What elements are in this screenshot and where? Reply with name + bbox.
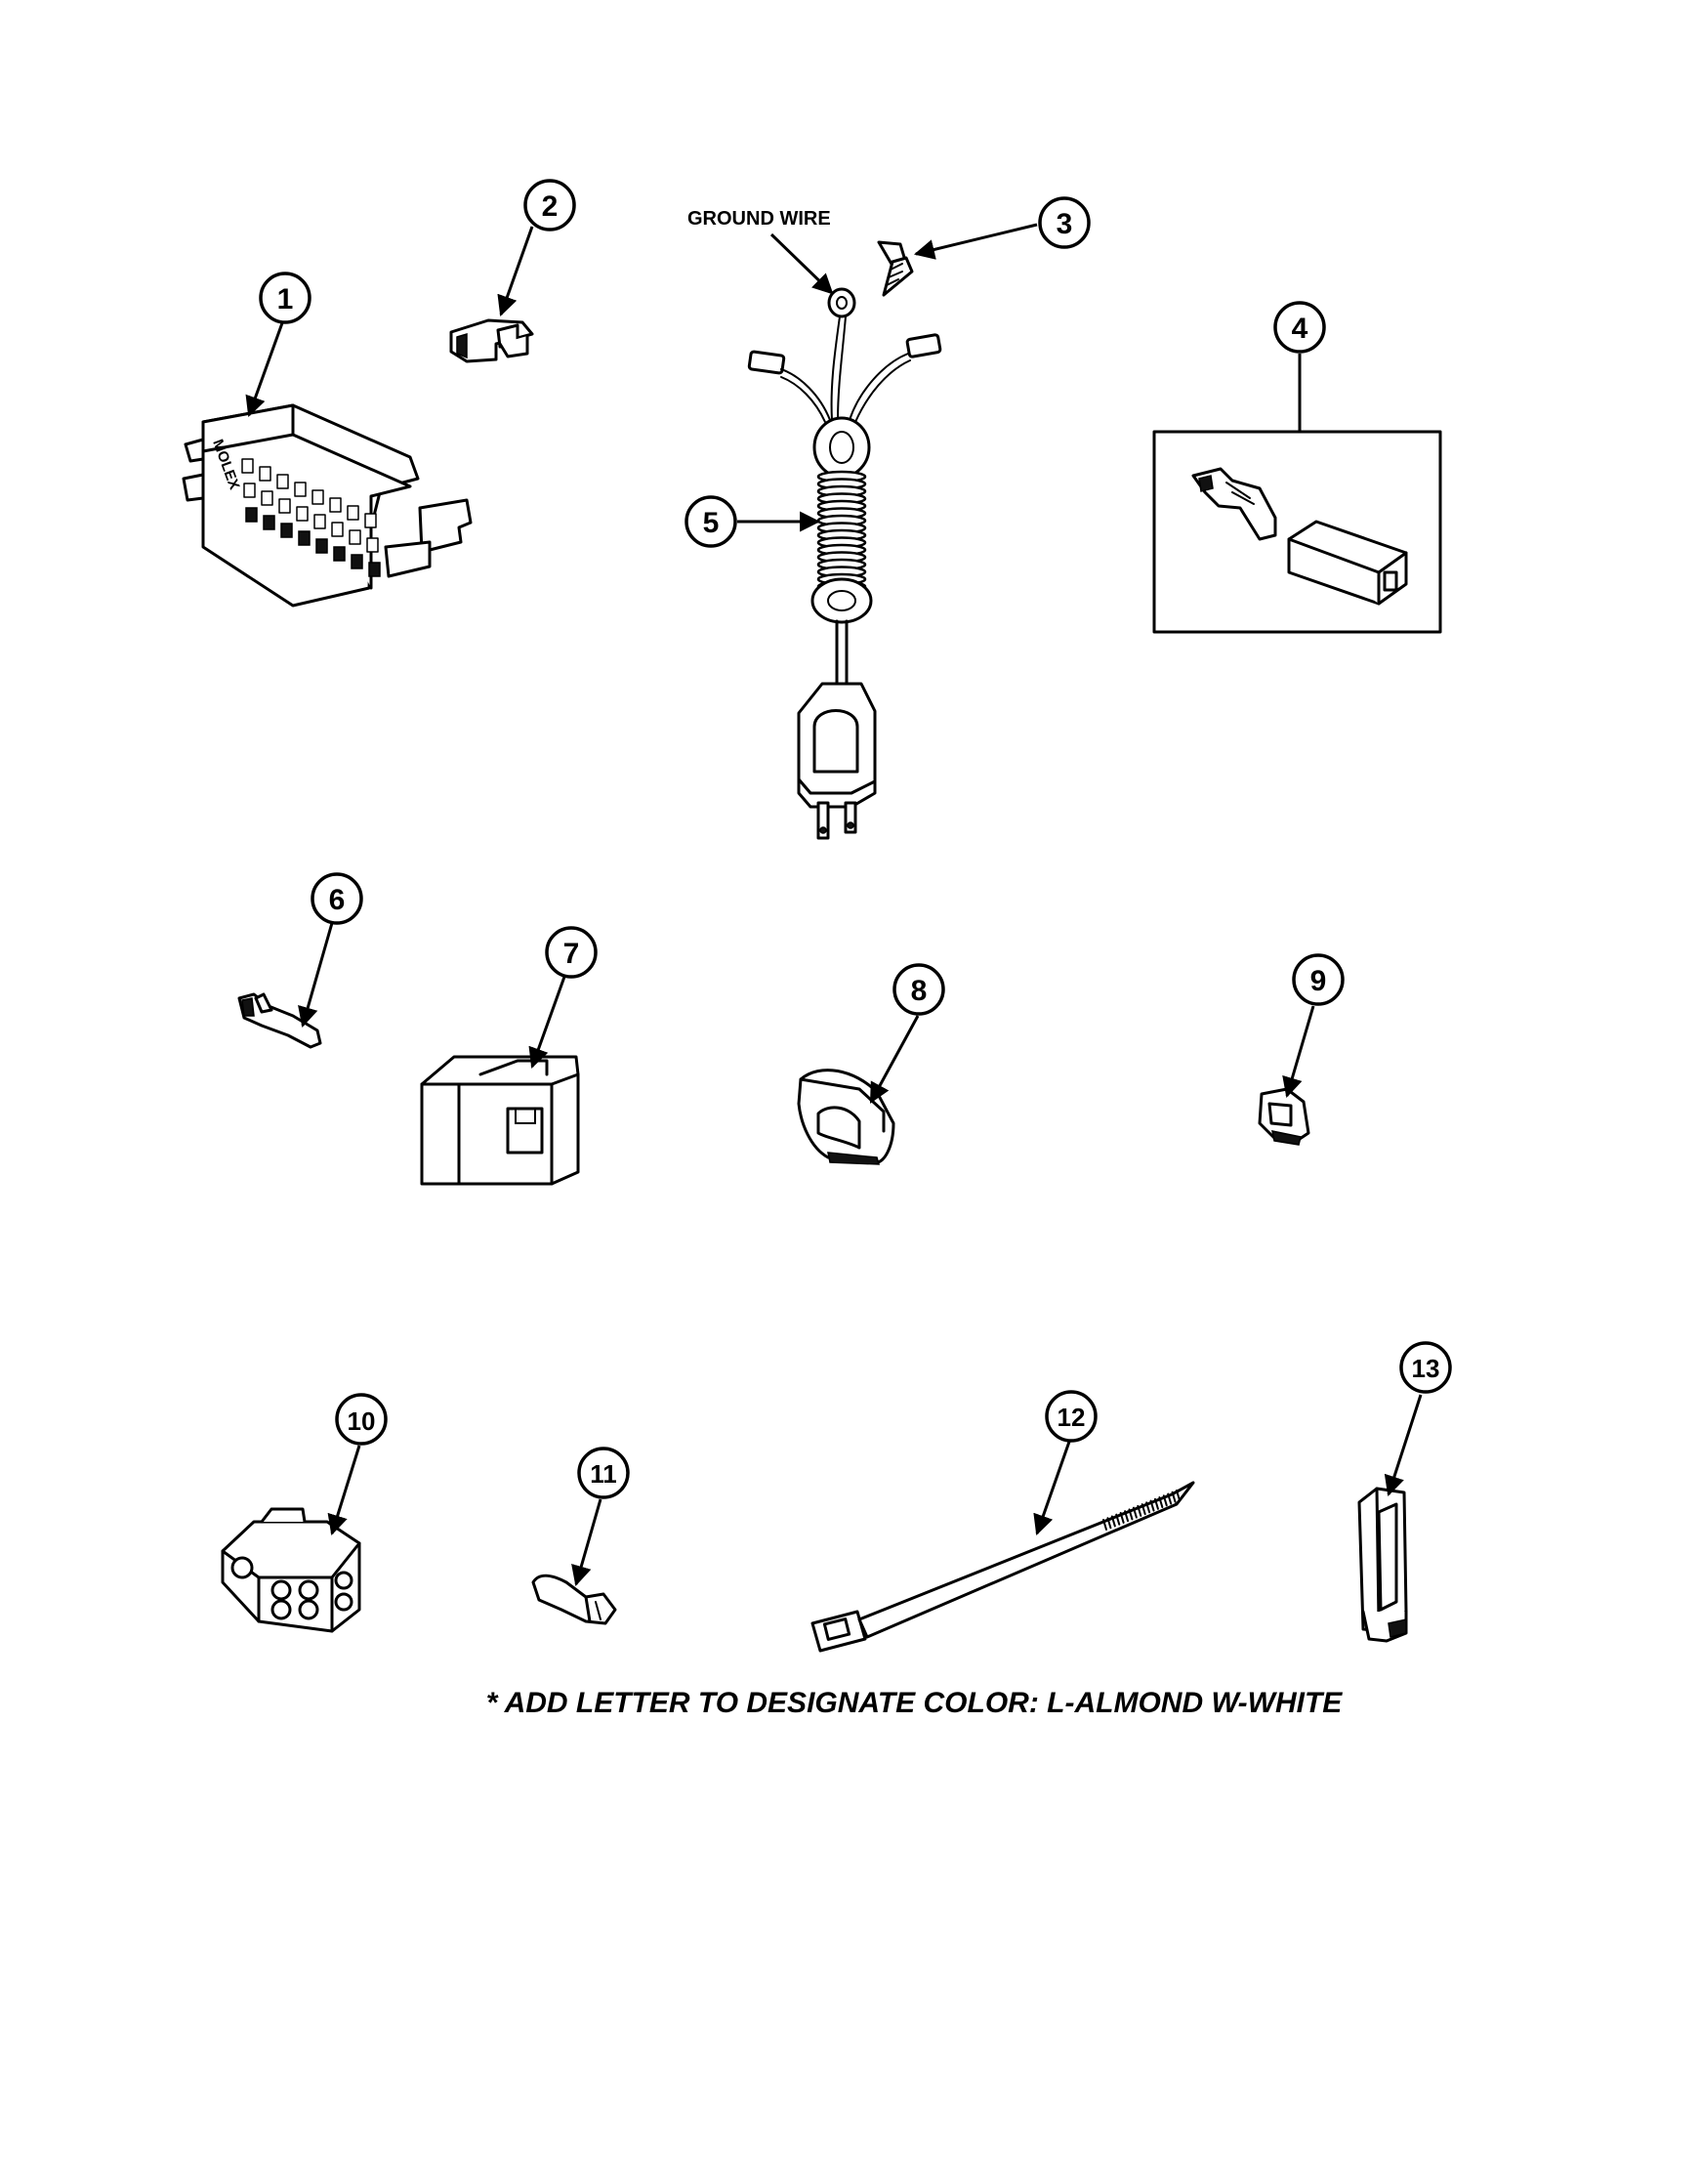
callout-9-leader: [1282, 1005, 1315, 1099]
molex-pin-hole: [333, 546, 346, 562]
callout-3: 3: [1038, 196, 1091, 249]
callout-13-leader: [1384, 1394, 1423, 1496]
tie-tooth: [1119, 1511, 1125, 1524]
molex-pin-hole: [263, 515, 275, 530]
ground-wire-leader: [769, 232, 834, 295]
callout-9: 9: [1292, 953, 1345, 1006]
svg-text:4: 4: [1292, 313, 1308, 345]
svg-text:7: 7: [563, 938, 580, 970]
tie-tooth: [1149, 1499, 1155, 1512]
molex-pin-hole: [276, 474, 289, 489]
molex-pin-hole: [296, 506, 309, 522]
svg-text:10: 10: [348, 1407, 376, 1436]
tie-tooth: [1145, 1501, 1151, 1514]
callout-1-leader: [245, 319, 285, 417]
ground-wire-label: GROUND WIRE: [687, 208, 831, 230]
svg-text:13: 13: [1412, 1354, 1440, 1383]
tie-tooth: [1153, 1497, 1159, 1510]
molex-pin-hole: [298, 530, 311, 546]
tie-tooth: [1124, 1510, 1130, 1523]
callout-12: 12: [1045, 1390, 1098, 1443]
svg-text:12: 12: [1058, 1403, 1086, 1432]
part-3-screw: [877, 223, 1038, 297]
molex-pin-hole: [241, 458, 254, 474]
cable-tie-teeth: [1102, 1490, 1181, 1531]
molex-pin-hole: [280, 523, 293, 538]
part-13-vertical-clip: [1357, 1394, 1423, 1643]
svg-text:1: 1: [277, 283, 294, 315]
molex-pin-hole: [261, 490, 273, 506]
callout-6: 6: [311, 872, 363, 925]
tie-tooth: [1132, 1506, 1138, 1519]
svg-text:9: 9: [1310, 965, 1327, 997]
svg-text:3: 3: [1057, 208, 1073, 240]
callout-7-leader: [528, 976, 566, 1069]
svg-text:5: 5: [703, 507, 720, 539]
callout-8: 8: [892, 963, 945, 1016]
molex-pin-hole: [311, 489, 324, 505]
callout-8-leader: [869, 1015, 920, 1104]
molex-pin-holes: [241, 458, 381, 577]
molex-pin-hole: [347, 505, 359, 521]
callout-3-leader: [913, 223, 1038, 260]
part-12-cable-tie: [810, 1441, 1195, 1653]
callout-11: 11: [577, 1447, 630, 1499]
svg-text:8: 8: [911, 975, 928, 1007]
callout-10-leader: [327, 1445, 361, 1536]
tie-tooth: [1167, 1492, 1173, 1505]
callout-5: 5: [685, 495, 737, 548]
callout-11-leader: [571, 1498, 602, 1587]
part-2-terminal-clip: [449, 226, 534, 363]
molex-pin-hole: [243, 483, 256, 498]
tie-tooth: [1110, 1515, 1116, 1528]
part-5-power-cord: GROUND WIRE: [687, 208, 942, 840]
callout-12-leader: [1033, 1441, 1071, 1535]
tie-tooth: [1162, 1494, 1168, 1507]
part-10-six-pin-connector: [221, 1445, 361, 1633]
molex-pin-hole: [294, 482, 307, 497]
molex-pin-hole: [259, 466, 271, 482]
molex-pin-hole: [313, 514, 326, 529]
part-8-cord-clamp: [797, 1015, 920, 1165]
svg-text:11: 11: [590, 1459, 617, 1489]
part-1-molex-connector: MOLEX: [182, 319, 473, 608]
molex-pin-hole: [278, 498, 291, 514]
tie-tooth: [1106, 1517, 1112, 1530]
callout-2-leader: [497, 226, 534, 316]
molex-pin-hole: [366, 537, 379, 553]
part-4-terminal-kit: [1152, 354, 1442, 634]
part-11-pin-terminal: [531, 1498, 617, 1625]
part-6-terminal: [237, 922, 334, 1049]
part-7-connector-housing: [420, 976, 580, 1186]
part-9-small-clip: [1258, 1005, 1315, 1146]
tie-tooth: [1137, 1504, 1142, 1517]
molex-pin-hole: [245, 507, 258, 523]
molex-pin-hole: [351, 554, 363, 569]
svg-text:2: 2: [542, 190, 559, 223]
tie-tooth: [1141, 1503, 1146, 1516]
callout-4: 4: [1273, 301, 1326, 354]
callout-2: 2: [523, 179, 576, 231]
callout-7: 7: [545, 926, 598, 979]
tie-tooth: [1128, 1508, 1134, 1521]
tie-tooth: [1102, 1519, 1107, 1531]
molex-pin-hole: [331, 522, 344, 537]
molex-pin-hole: [315, 538, 328, 554]
tie-tooth: [1176, 1490, 1181, 1501]
color-designation-note: * ADD LETTER TO DESIGNATE COLOR: L-ALMON…: [485, 1687, 1343, 1719]
tie-tooth: [1171, 1491, 1177, 1503]
kit-box: [1152, 430, 1442, 634]
tie-tooth: [1115, 1513, 1121, 1526]
tie-tooth: [1158, 1496, 1164, 1509]
callout-13: 13: [1399, 1341, 1452, 1394]
callout-1: 1: [259, 272, 311, 324]
molex-pin-hole: [349, 529, 361, 545]
callout-10: 10: [335, 1393, 388, 1446]
molex-pin-hole: [329, 497, 342, 513]
callout-6-leader: [298, 922, 334, 1029]
svg-text:6: 6: [329, 884, 346, 916]
molex-pin-hole: [368, 562, 381, 577]
molex-pin-hole: [364, 513, 377, 528]
